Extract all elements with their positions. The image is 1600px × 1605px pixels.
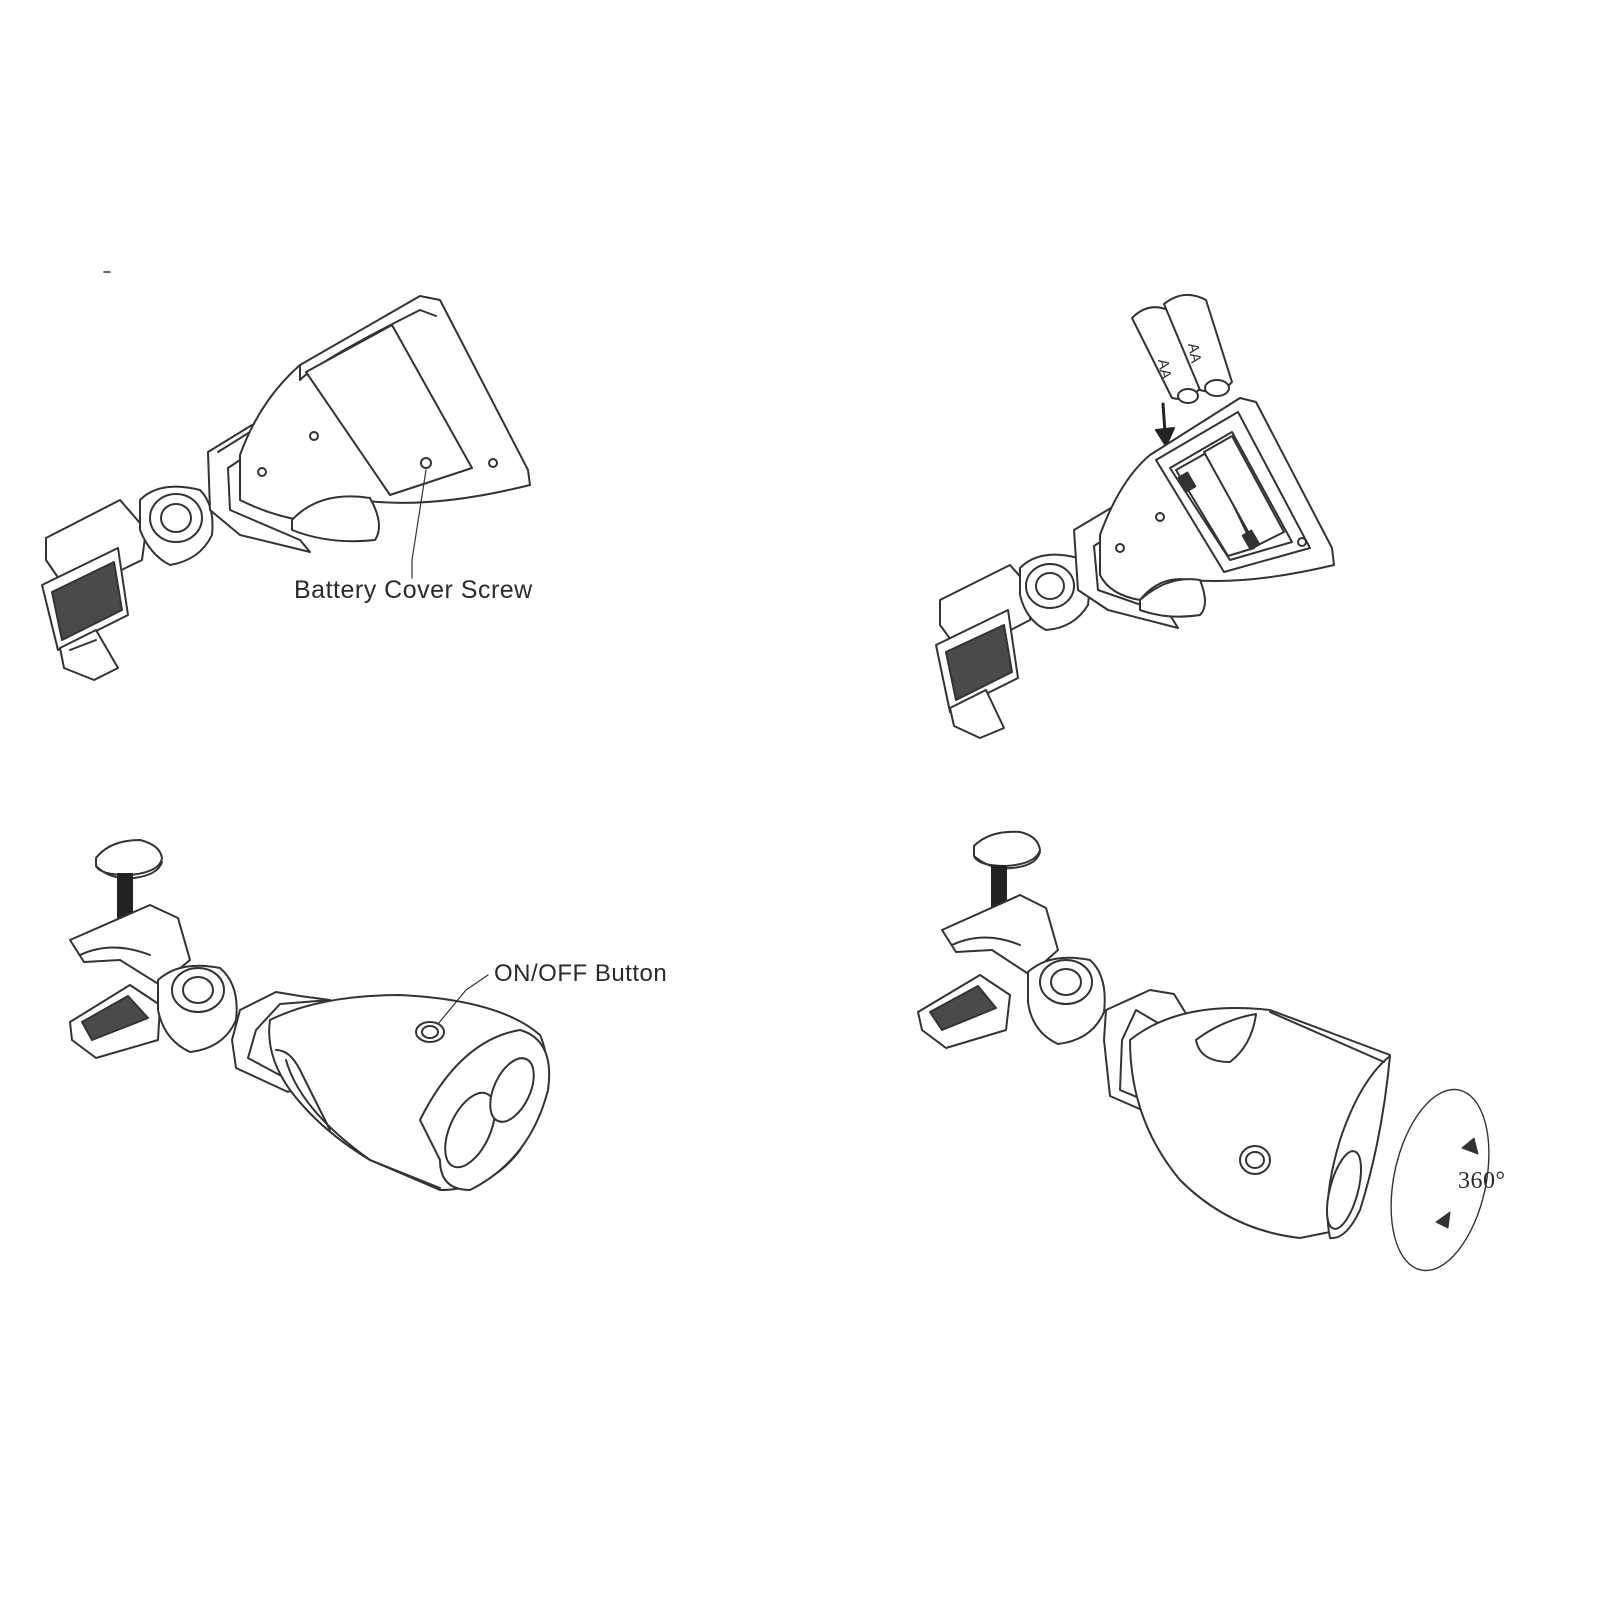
u-bracket <box>231 991 331 1093</box>
rubber-pad <box>81 995 149 1041</box>
rotation-label: 360° <box>1458 1168 1506 1194</box>
pivot-knob <box>1027 956 1106 1045</box>
clamp-jaw <box>917 894 1059 1049</box>
clamp-jaw <box>69 904 191 1059</box>
rubber-pad <box>51 561 123 641</box>
pivot-knob <box>139 485 214 566</box>
pivot-knob <box>1019 553 1090 631</box>
rotation-arrow-down <box>1435 1211 1451 1229</box>
rubber-pad <box>945 624 1013 701</box>
rivet <box>309 431 319 441</box>
on-off-button-label: ON/OFF Button <box>494 960 668 987</box>
clamp-jaw <box>41 499 147 681</box>
pivot-knob <box>157 964 238 1053</box>
thumb-screw <box>973 830 1041 919</box>
rotation-arrow-up <box>1461 1137 1479 1155</box>
insert-arrow <box>1155 402 1175 447</box>
lamp-body-open <box>1099 397 1335 618</box>
aa-batteries: AA AA <box>1131 293 1233 404</box>
rotation-indicator <box>1390 1088 1490 1272</box>
battery-label-1: AA <box>1154 358 1174 381</box>
panel-battery-insert: AA AA <box>935 293 1335 739</box>
lamp-body <box>268 994 551 1191</box>
battery-cover-screw-label: Battery Cover Screw <box>294 576 533 604</box>
panel-battery-cover <box>41 295 531 681</box>
battery-label-2: AA <box>1184 342 1204 365</box>
battery-cover-screw <box>420 457 432 469</box>
callout-line <box>411 469 427 579</box>
panel-rotation <box>917 830 1490 1272</box>
lens-left <box>444 1091 496 1169</box>
rivet <box>257 467 267 477</box>
lens-right <box>489 1057 535 1123</box>
battery-contact <box>1177 471 1197 493</box>
lamp-body <box>239 295 531 543</box>
callout-line <box>437 974 489 1025</box>
lens <box>1325 1150 1363 1230</box>
clamp-jaw <box>935 564 1033 739</box>
thumb-screw <box>95 839 163 925</box>
rivet <box>488 458 498 468</box>
battery-contact <box>1241 529 1261 551</box>
rubber-pad <box>929 985 997 1031</box>
panel-power-button <box>69 839 551 1191</box>
lamp-body-rotated <box>1129 1007 1391 1240</box>
battery-cover <box>305 324 473 496</box>
